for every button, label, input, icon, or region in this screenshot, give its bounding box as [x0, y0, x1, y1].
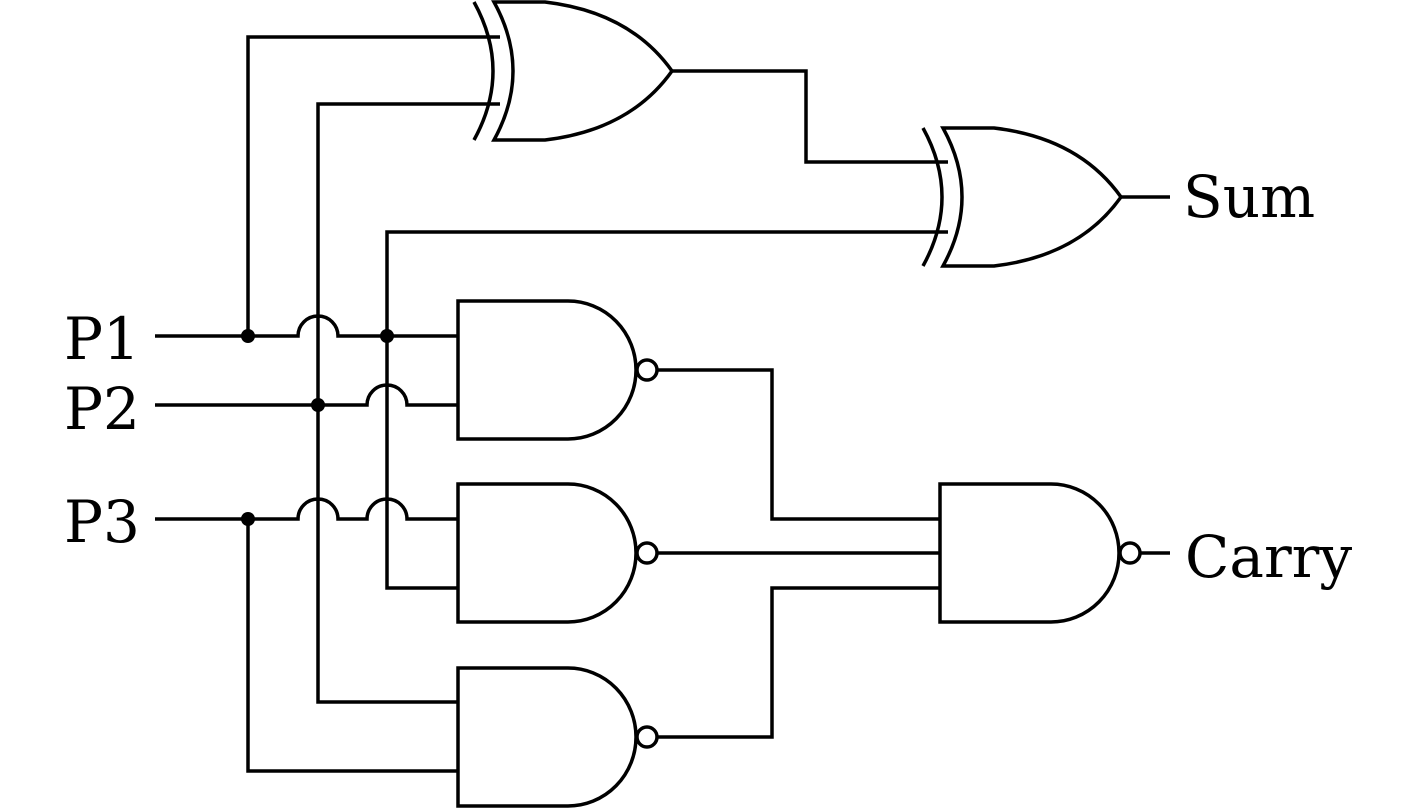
- input-label-p1: P1: [64, 305, 140, 373]
- junctions: [241, 329, 394, 526]
- nand-gate-3-bubble: [635, 725, 659, 749]
- input-label-p2: P2: [64, 375, 140, 443]
- junction-p1-right: [380, 329, 394, 343]
- wire-p3-to-nand3: [246, 519, 460, 773]
- output-label-carry: Carry: [1185, 523, 1352, 591]
- wire-nand3-to-out: [658, 586, 942, 739]
- junction-p2: [311, 398, 325, 412]
- xor-gate-1: [472, 0, 675, 142]
- wire-p3: [155, 497, 460, 521]
- wire-p1-to-xor2: [385, 230, 948, 590]
- nand-gate-2: [456, 482, 659, 624]
- nand-gate-carry-bubble: [1118, 541, 1142, 565]
- nand-gate-3: [456, 666, 659, 808]
- wire-xor1-to-xor2: [672, 69, 948, 164]
- nand-gate-2-bubble: [635, 541, 659, 565]
- input-label-p3: P3: [64, 488, 140, 556]
- nand-gate-1: [456, 299, 659, 441]
- wire-p2: [155, 383, 460, 407]
- junction-p3: [241, 512, 255, 526]
- nand-gate-carry: [938, 482, 1142, 624]
- wire-nand1-to-out: [658, 368, 942, 521]
- nand-gate-1-bubble: [635, 358, 659, 382]
- wire-p1: [155, 314, 460, 338]
- junction-p1-left: [241, 329, 255, 343]
- xor-gate-2: [921, 126, 1124, 268]
- output-label-sum: Sum: [1183, 163, 1315, 231]
- wire-p1-to-xor1: [246, 35, 500, 336]
